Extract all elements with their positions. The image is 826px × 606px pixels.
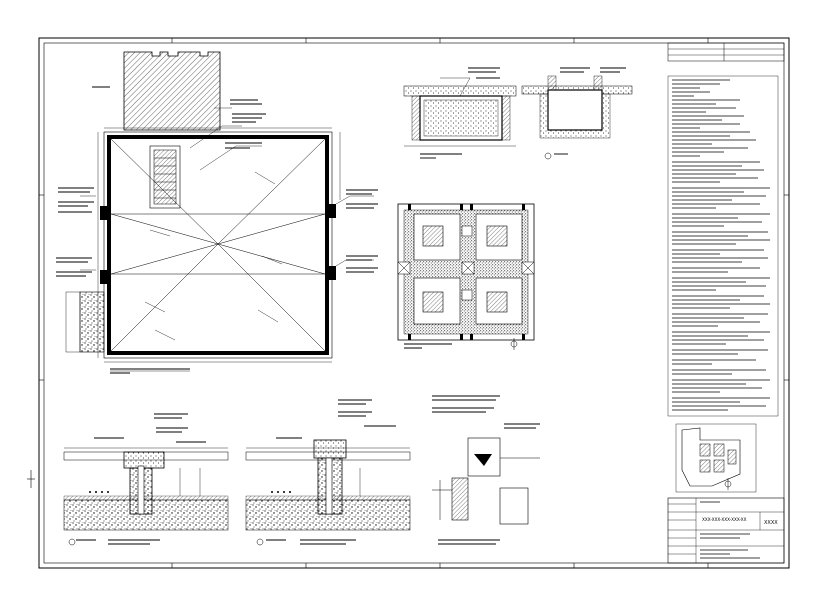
drain-grate	[149, 145, 181, 209]
key-plan	[675, 423, 757, 493]
grid-plan-view	[397, 203, 535, 350]
section-detail-d	[245, 399, 411, 546]
main-plan-view	[56, 51, 378, 374]
project-code: XXX-XXX-XXX-XXX-XX	[702, 517, 747, 522]
notes-panel	[667, 42, 785, 417]
title-block: XXX-XXX-XXX-XXX-XX XXXX	[667, 497, 785, 564]
sheet-code: XXXX	[764, 520, 778, 526]
building-hatched-block	[123, 51, 221, 131]
section-detail-b	[521, 67, 633, 160]
connection-detail	[432, 395, 540, 545]
section-detail-c	[63, 413, 229, 546]
section-detail-a	[403, 67, 517, 159]
sheet-border	[27, 37, 790, 569]
